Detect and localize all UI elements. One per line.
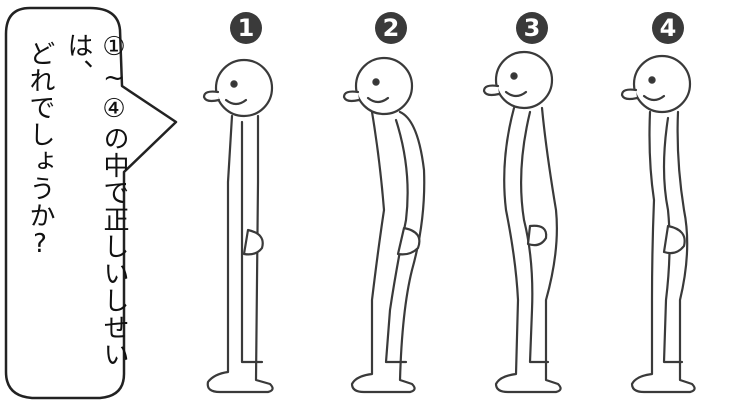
figure-1-straight-posture [204, 60, 273, 392]
figure-2-hunched-posture [344, 58, 424, 392]
figure-4-natural-posture [622, 56, 695, 392]
figure-3-arched-posture [484, 52, 561, 392]
